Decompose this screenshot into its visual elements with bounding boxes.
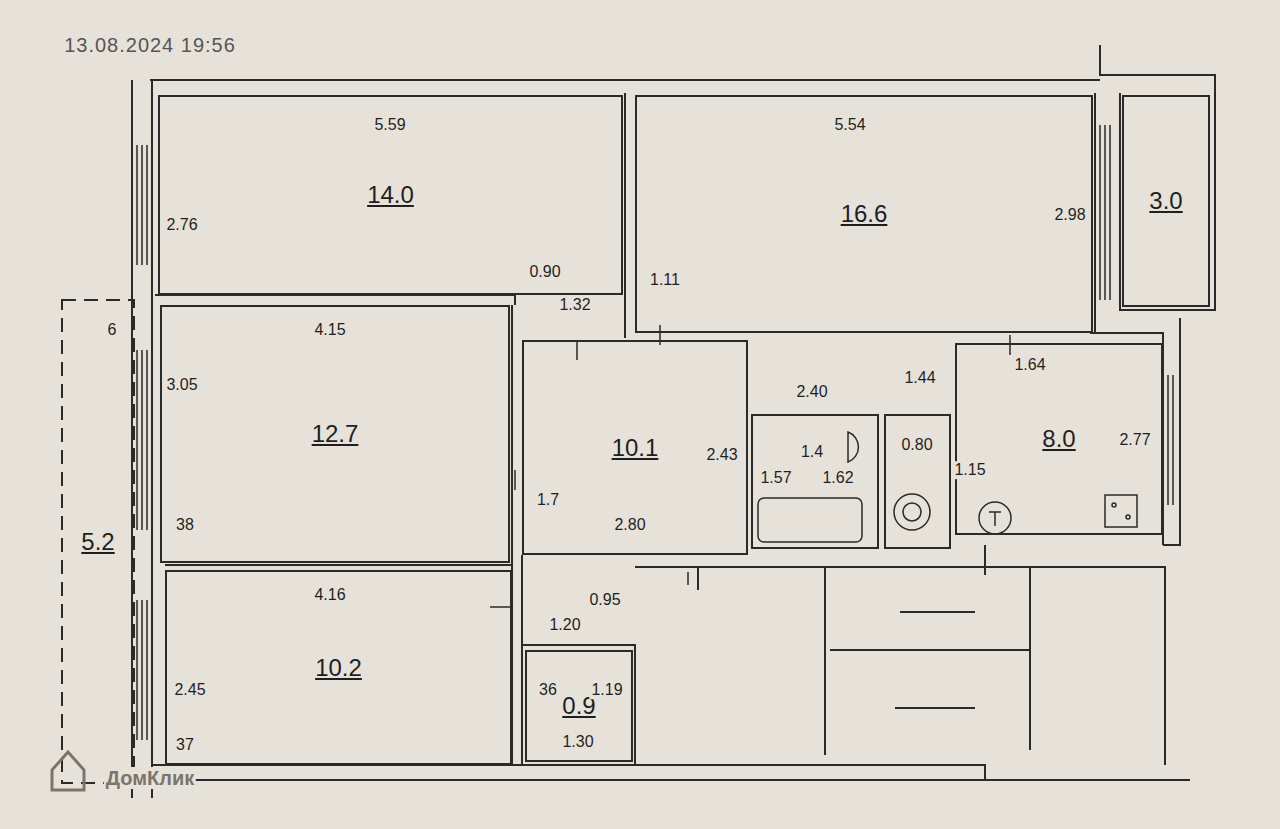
watermark: ДомКлик (104, 767, 196, 789)
door-ticks (490, 325, 1010, 607)
dimension: 4.16 (312, 586, 347, 604)
watermark-icon (52, 752, 84, 790)
window (1100, 125, 1110, 300)
room: 5.2 (66, 304, 130, 779)
room-area: 12.7 (309, 420, 362, 448)
inner-wall (522, 555, 1165, 765)
toilet-room (885, 415, 950, 548)
dimension: 1.32 (557, 296, 592, 314)
dimension: 2.77 (1117, 431, 1152, 449)
dimension: 2.45 (172, 681, 207, 699)
cabinet-line (895, 612, 975, 708)
room-area: 10.2 (312, 654, 365, 682)
windows (137, 125, 1173, 740)
stove (1112, 503, 1116, 507)
bathtub (758, 498, 862, 542)
room: 12.7 (160, 305, 510, 563)
dimension: 2.76 (164, 216, 199, 234)
window (137, 145, 147, 265)
dimension: 1.7 (535, 491, 561, 509)
room: 3.0 (1122, 95, 1210, 307)
room-area: 10.1 (609, 434, 662, 462)
inner-wall (825, 567, 1030, 755)
dimension: 0.90 (527, 263, 562, 281)
balcony-outline (62, 300, 134, 783)
timestamp: 13.08.2024 19:56 (62, 34, 238, 56)
balcony-wall (1100, 45, 1215, 310)
dimension: 2.43 (704, 446, 739, 464)
stove (1126, 515, 1130, 519)
room-area: 8.0 (1039, 425, 1078, 453)
dimension: 0.80 (899, 436, 934, 454)
toilet (903, 503, 921, 521)
outer-wall (1090, 93, 1180, 545)
dimension: 36 (537, 681, 559, 699)
dimension: 38 (174, 516, 196, 534)
dimension: 1.11 (648, 271, 682, 289)
room-area: 14.0 (364, 181, 417, 209)
dimension: 1.57 (758, 469, 793, 487)
inner-wall (165, 305, 512, 765)
walls (62, 45, 1215, 798)
dimension: 1.30 (560, 733, 595, 751)
dimension: 1.19 (589, 681, 624, 699)
dimension: 2.80 (612, 516, 647, 534)
window (137, 350, 147, 530)
dimension: 3.05 (164, 376, 199, 394)
dimension: 1.64 (1012, 356, 1047, 374)
room-area: 5.2 (78, 528, 117, 556)
dimension: 37 (174, 736, 196, 754)
window (1168, 375, 1173, 505)
heater (989, 512, 1001, 526)
heater (979, 502, 1011, 534)
window (137, 600, 147, 740)
dimension: 1.15 (952, 461, 987, 479)
dimension: 1.20 (547, 616, 582, 634)
dimension: 4.15 (312, 321, 347, 339)
inner-wall (155, 93, 625, 338)
dimension: 2.98 (1052, 206, 1087, 224)
room-area: 3.0 (1146, 187, 1185, 215)
bathroom (752, 415, 878, 548)
dimension: 2.40 (794, 383, 829, 401)
stove (1105, 495, 1137, 527)
dimension: 0.95 (587, 591, 622, 609)
dimension: 5.59 (372, 116, 407, 134)
toilet (894, 494, 930, 530)
fixtures (758, 432, 1137, 542)
dimension: 1.44 (902, 369, 937, 387)
door-mark (490, 325, 1010, 607)
room-area: 16.6 (838, 200, 891, 228)
dimension: 5.54 (832, 116, 867, 134)
outer-wall (152, 765, 1190, 780)
outer-wall (150, 79, 1100, 81)
door-mark (698, 545, 985, 590)
house-icon (52, 752, 84, 790)
dimension: 6 (106, 321, 119, 339)
sink (848, 432, 858, 462)
dimension: 1.4 (799, 443, 825, 461)
dimension: 1.62 (820, 469, 855, 487)
